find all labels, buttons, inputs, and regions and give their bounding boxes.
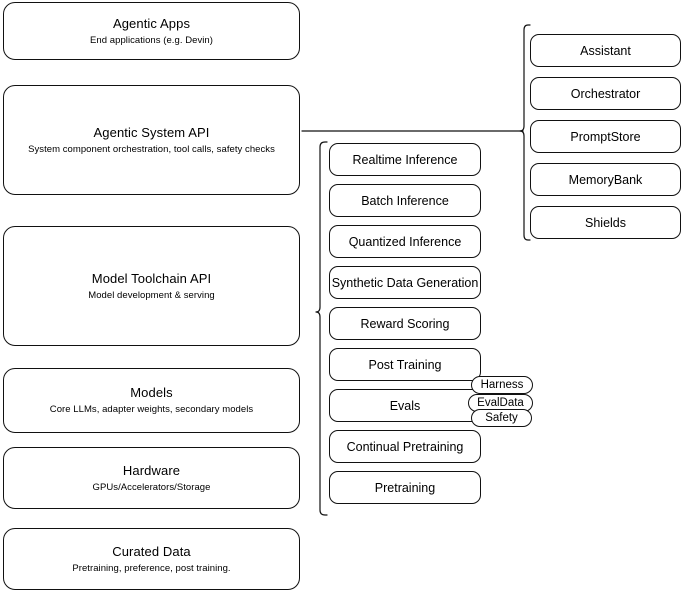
- capability-label: Realtime Inference: [352, 152, 458, 167]
- layer-hardware[interactable]: Hardware GPUs/Accelerators/Storage: [3, 447, 300, 509]
- bracket-toolchain-capabilities: [315, 141, 328, 516]
- eval-tag-label: Harness: [480, 379, 524, 391]
- layer-title: Agentic System API: [93, 124, 210, 140]
- layer-subtitle: GPUs/Accelerators/Storage: [92, 481, 211, 493]
- capability-label: MemoryBank: [568, 172, 643, 187]
- layer-title: Hardware: [122, 462, 181, 478]
- capability-post-training[interactable]: Post Training: [329, 348, 481, 381]
- capability-synthetic-data-generation[interactable]: Synthetic Data Generation: [329, 266, 481, 299]
- eval-tag-label: EvalData: [477, 397, 524, 409]
- capability-evals[interactable]: Evals: [329, 389, 481, 422]
- capability-label: Synthetic Data Generation: [331, 275, 479, 290]
- capability-assistant[interactable]: Assistant: [530, 34, 681, 67]
- layer-agentic-apps[interactable]: Agentic Apps End applications (e.g. Devi…: [3, 2, 300, 60]
- layer-title: Model Toolchain API: [91, 270, 212, 286]
- capability-shields[interactable]: Shields: [530, 206, 681, 239]
- capability-orchestrator[interactable]: Orchestrator: [530, 77, 681, 110]
- capability-label: Quantized Inference: [348, 234, 462, 249]
- capability-batch-inference[interactable]: Batch Inference: [329, 184, 481, 217]
- eval-tag-safety[interactable]: Safety: [471, 409, 532, 427]
- layer-subtitle: Model development & serving: [88, 289, 215, 301]
- capability-label: Reward Scoring: [360, 316, 450, 331]
- capability-reward-scoring[interactable]: Reward Scoring: [329, 307, 481, 340]
- capability-label: Shields: [585, 215, 626, 230]
- capability-label: Pretraining: [374, 480, 436, 495]
- capability-quantized-inference[interactable]: Quantized Inference: [329, 225, 481, 258]
- capability-label: Assistant: [580, 43, 631, 58]
- eval-tag-label: Safety: [485, 412, 518, 424]
- capability-realtime-inference[interactable]: Realtime Inference: [329, 143, 481, 176]
- capability-label: Evals: [389, 398, 421, 413]
- capability-label: Continual Pretraining: [346, 439, 464, 454]
- capability-label: Batch Inference: [361, 193, 449, 208]
- capability-label: Post Training: [368, 357, 442, 372]
- layer-models[interactable]: Models Core LLMs, adapter weights, secon…: [3, 368, 300, 433]
- layer-subtitle: System component orchestration, tool cal…: [28, 143, 275, 155]
- layer-subtitle: Pretraining, preference, post training.: [72, 562, 231, 574]
- layer-title: Models: [130, 385, 173, 400]
- eval-tag-harness[interactable]: Harness: [471, 376, 533, 394]
- capability-continual-pretraining[interactable]: Continual Pretraining: [329, 430, 481, 463]
- layer-agentic-system-api[interactable]: Agentic System API System component orch…: [3, 85, 300, 195]
- bracket-system-capabilities: [519, 24, 531, 241]
- layer-subtitle: End applications (e.g. Devin): [90, 34, 213, 46]
- layer-title: Agentic Apps: [112, 15, 191, 31]
- capability-memorybank[interactable]: MemoryBank: [530, 163, 681, 196]
- layer-title: Curated Data: [112, 543, 191, 559]
- capability-label: Orchestrator: [570, 86, 641, 101]
- capability-pretraining[interactable]: Pretraining: [329, 471, 481, 504]
- layer-curated-data[interactable]: Curated Data Pretraining, preference, po…: [3, 528, 300, 590]
- layer-subtitle: Core LLMs, adapter weights, secondary mo…: [49, 404, 254, 415]
- layer-model-toolchain-api[interactable]: Model Toolchain API Model development & …: [3, 226, 300, 346]
- capability-label: PromptStore: [570, 129, 641, 144]
- capability-promptstore[interactable]: PromptStore: [530, 120, 681, 153]
